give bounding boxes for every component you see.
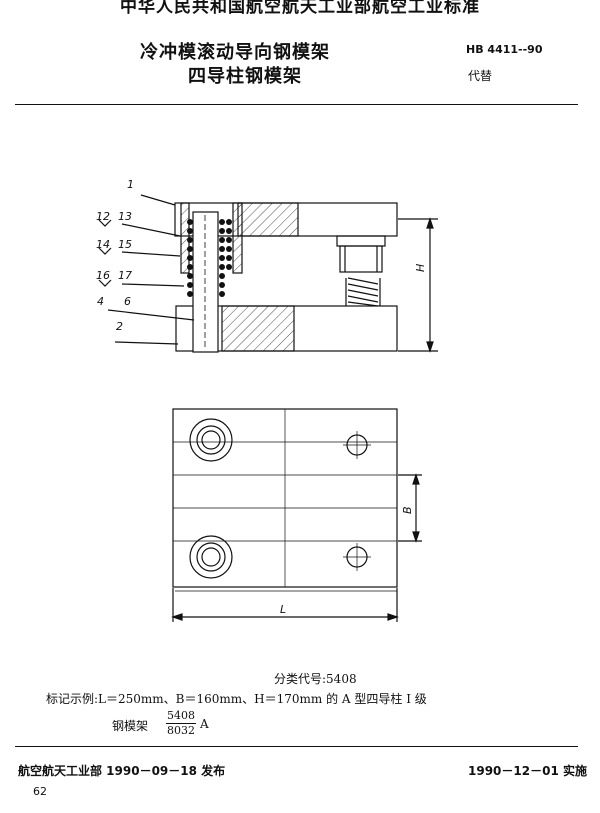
callout-14: 14 [96,238,110,251]
effective-date: 1990－12－01 实施 [468,764,587,778]
callout-16: 16 [96,269,110,282]
header-rule [15,104,578,105]
callout-17: 17 [118,269,132,282]
organization-title: 中华人民共和国航空航天工业部航空工业标准 [120,0,480,17]
callout-12: 12 [96,210,110,223]
callout-labels: 1 12 13 14 15 16 17 4 6 2 H [96,178,427,333]
stop-block-top [336,235,386,247]
callout-6: 6 [124,295,131,308]
front-section-view [98,194,438,353]
callout-15: 15 [118,238,132,251]
fraction-denominator: 8032 [167,724,195,737]
standard-number: HB 4411--90 [466,43,543,56]
steel-frame-label: 钢模架 [112,719,149,733]
fraction-suffix: A [200,717,209,731]
marking-fraction: 5408 8032 [166,709,196,738]
issue-date: 航空航天工业部 1990－09－18 发布 [18,764,226,778]
dim-b-label: B [401,506,414,514]
replaces-label: 代替 [468,69,493,83]
return-spring [347,277,379,307]
die-set-drawing: 1 12 13 14 15 16 17 4 6 2 H L B [96,178,438,622]
callout-2: 2 [116,320,123,333]
marking-example: 标记示例:L＝250mm、B＝160mm、H＝170mm 的 A 型四导柱 I … [46,692,427,706]
plan-view [171,408,422,622]
stop-block [339,245,383,273]
footer-rule [15,746,578,747]
standard-title-line1: 冷冲模滚动导向钢模架 [140,42,330,63]
guide-bushing-right [232,202,243,274]
classification-code: 分类代号:5408 [274,672,357,686]
dim-h-label: H [414,264,427,272]
page-number: 62 [33,785,47,798]
fraction-numerator: 5408 [166,709,196,724]
guide-pillar [192,211,219,353]
standard-title-line2: 四导柱钢模架 [188,66,302,87]
callout-13: 13 [118,210,132,223]
callout-4: 4 [97,295,104,308]
ball-cage [187,219,232,297]
callout-1: 1 [127,178,134,191]
dim-l-label: L [280,603,286,616]
